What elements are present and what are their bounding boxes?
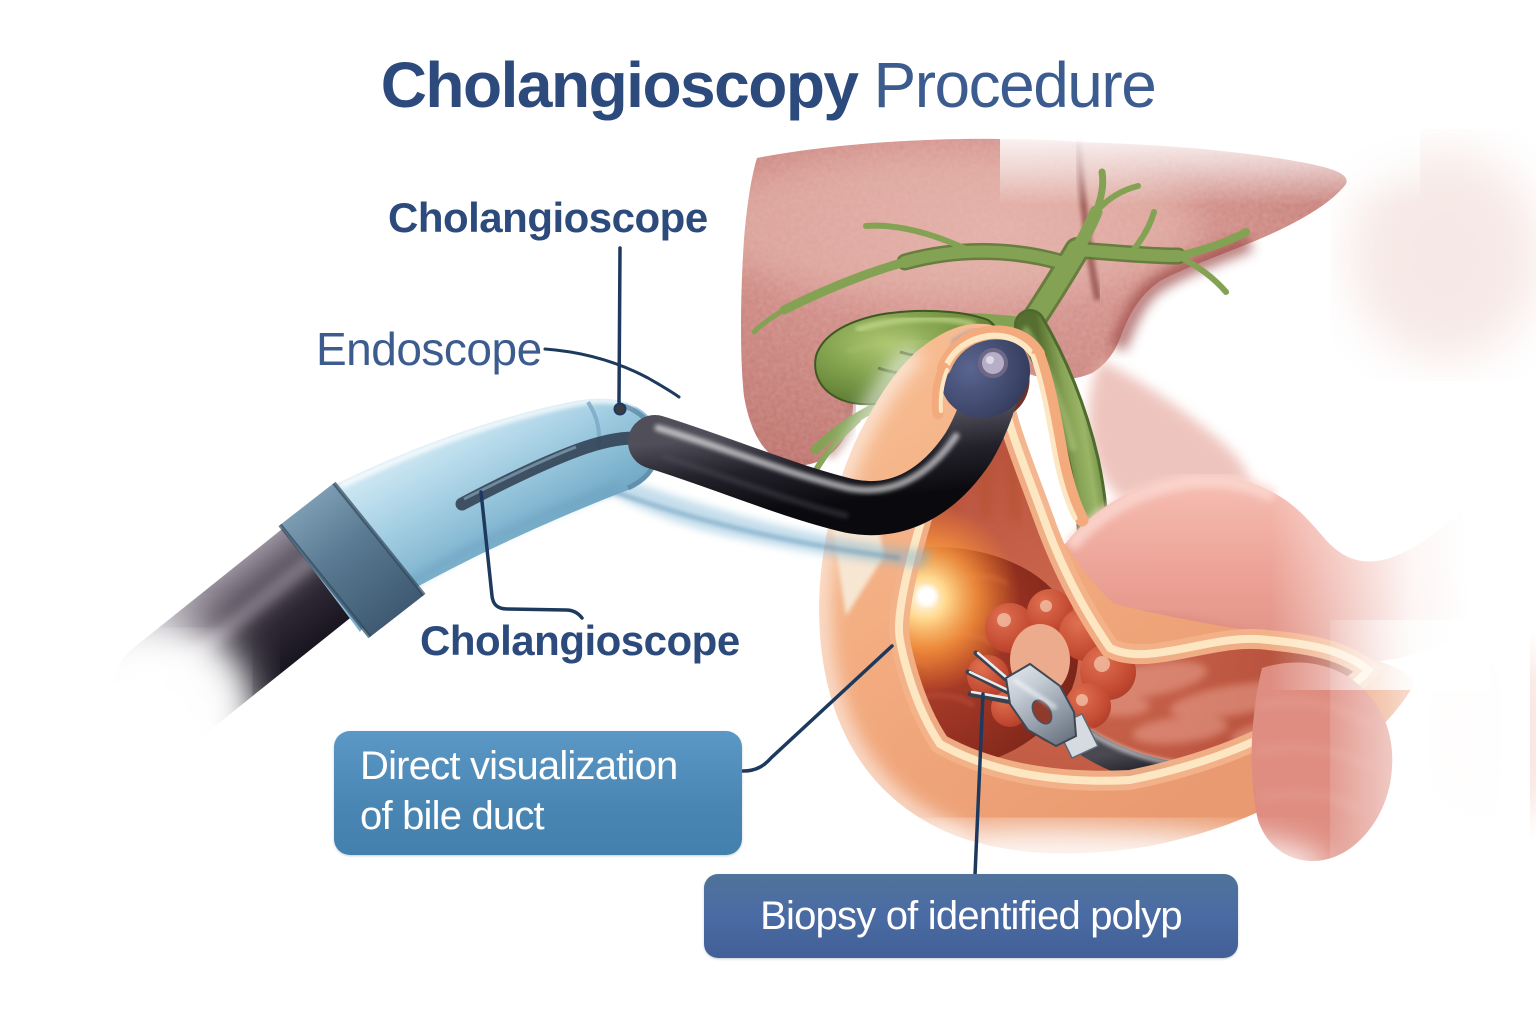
cholangioscope-shaft <box>628 363 1019 536</box>
label-endoscope: Endoscope <box>316 323 542 375</box>
shaft-highlight <box>654 424 960 494</box>
liver-top-fade <box>1000 128 1420 208</box>
inner-channel <box>455 431 641 511</box>
leader-cholangioscope-bottom <box>479 490 584 620</box>
forceps-hole <box>1031 699 1053 725</box>
endoscope-device <box>20 325 1089 853</box>
papilla-rim <box>931 325 1089 527</box>
sheath-marker-dot <box>613 402 627 416</box>
scope-lens <box>978 348 1008 378</box>
callout-biopsy-text: Biopsy of identified polyp <box>760 893 1183 938</box>
leader-biopsy <box>973 692 985 877</box>
duodenum-highlight <box>1064 473 1278 551</box>
leader-endoscope <box>543 347 681 399</box>
sheath-bottom-shadow <box>385 481 622 601</box>
callout-biopsy: Biopsy of identified polyp <box>704 874 1238 958</box>
duct-outer-fade <box>811 346 965 846</box>
callout-dv-line1: Direct visualization <box>360 744 678 788</box>
leader-cholangioscope-top <box>617 246 622 404</box>
gallbladder-highlight <box>855 315 976 333</box>
liver-underside-shadow <box>1110 235 1253 351</box>
lens-glint <box>986 356 994 364</box>
sheath-top-highlight <box>338 397 636 489</box>
endoscope-collar <box>280 483 424 637</box>
callout-dv-line2: of bile duct <box>360 794 545 839</box>
title-rest: Procedure <box>873 49 1157 121</box>
label-cholangioscope-bottom: Cholangioscope <box>420 617 740 664</box>
duodenum-fade <box>1270 400 1490 690</box>
scope-film <box>600 470 932 568</box>
scope-film-edge <box>603 486 901 560</box>
label-cholangioscope-top: Cholangioscope <box>388 194 708 241</box>
title-emphasis: Cholangioscopy <box>380 49 859 121</box>
leader-direct-visualization <box>741 644 894 773</box>
shaft-sheen <box>661 453 849 519</box>
inner-channel-highlight <box>463 445 577 501</box>
leader-lines <box>479 246 985 877</box>
tube-fade-2 <box>116 640 240 764</box>
polyp-highlights <box>997 600 1110 706</box>
glow-core <box>917 586 937 606</box>
collar-edges <box>278 481 426 639</box>
callout-direct-visualization: Direct visualization of bile duct <box>334 731 742 855</box>
